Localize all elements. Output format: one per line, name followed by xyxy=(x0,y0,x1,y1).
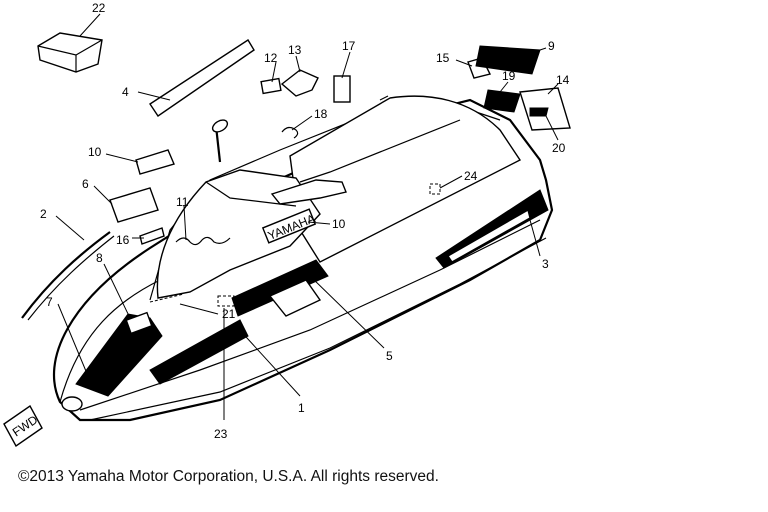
part-19-decal xyxy=(483,89,521,113)
callout-8: 8 xyxy=(96,251,103,265)
callout-16: 16 xyxy=(116,233,130,247)
callout-9: 9 xyxy=(548,39,555,53)
callout-5: 5 xyxy=(386,349,393,363)
part-22-pad xyxy=(37,32,103,73)
hull xyxy=(52,95,554,422)
jet-ski-graphics-diagram: YAMAHA FWD xyxy=(3,1,571,448)
callout-22: 22 xyxy=(92,1,106,15)
callout-2: 2 xyxy=(40,207,47,221)
part-10-upper-decal xyxy=(135,149,175,175)
part-4-stripe xyxy=(149,39,255,117)
callout-1: 1 xyxy=(298,401,305,415)
callout-17: 17 xyxy=(342,39,356,53)
part-5-stripe xyxy=(231,259,329,317)
part-6-decal xyxy=(109,187,159,223)
part-24-decal xyxy=(429,183,441,195)
callout-6: 6 xyxy=(82,177,89,191)
part-18-clip xyxy=(281,126,299,139)
callout-3: 3 xyxy=(542,257,549,271)
part-13-decal xyxy=(280,69,319,97)
part-23-decal xyxy=(217,295,235,307)
callout-20: 20 xyxy=(552,141,566,155)
callout-4: 4 xyxy=(122,85,129,99)
callout-7: 7 xyxy=(46,295,53,309)
callout-labels: 1 2 3 4 5 6 7 8 9 10 10 11 12 13 14 15 1… xyxy=(40,1,570,441)
part-7-panel xyxy=(75,313,163,397)
callout-10-upper: 10 xyxy=(88,145,102,159)
callout-21: 21 xyxy=(222,307,236,321)
callout-10-lower: 10 xyxy=(332,217,346,231)
part-20-decal xyxy=(529,107,549,117)
callout-14: 14 xyxy=(556,73,570,87)
callout-12: 12 xyxy=(264,51,278,65)
leader-lines xyxy=(55,13,559,420)
callout-18: 18 xyxy=(314,107,328,121)
part-8-decal xyxy=(125,311,153,335)
callout-23: 23 xyxy=(214,427,228,441)
callout-19: 19 xyxy=(502,69,516,83)
part-16-decal xyxy=(139,227,165,245)
part-9-decal xyxy=(475,45,541,75)
callout-13: 13 xyxy=(288,43,302,57)
part-17-decal xyxy=(333,75,351,103)
copyright-notice: ©2013 Yamaha Motor Corporation, U.S.A. A… xyxy=(18,468,439,485)
callout-15: 15 xyxy=(436,51,450,65)
part-2-strip xyxy=(21,231,111,319)
callout-24: 24 xyxy=(464,169,478,183)
fwd-decal: FWD xyxy=(3,404,43,448)
part-12-decal xyxy=(260,77,282,95)
callout-11: 11 xyxy=(176,195,189,209)
part-1-stripe xyxy=(149,319,249,385)
